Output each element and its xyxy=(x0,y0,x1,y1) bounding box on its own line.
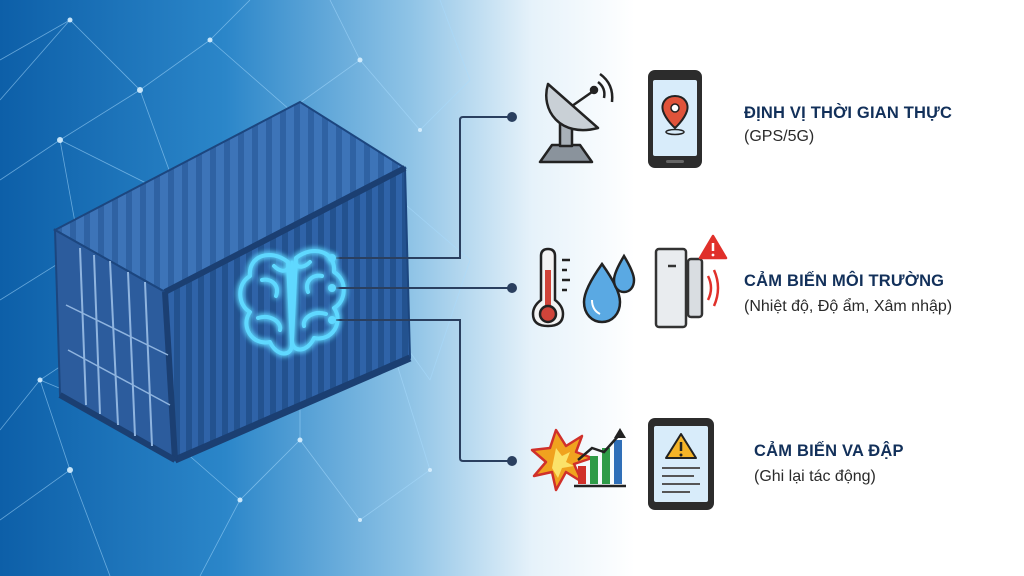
connector-end-dots xyxy=(507,112,517,466)
feature-title-realtime-location: ĐỊNH VỊ THỜI GIAN THỰC xyxy=(744,104,953,122)
feature-subtitle-realtime-location: (GPS/5G) xyxy=(744,128,815,145)
shipping-container xyxy=(52,100,412,464)
impact-chart-icon xyxy=(530,428,626,492)
satellite-dish-icon xyxy=(538,72,614,164)
feature-subtitle-environment-sensor: (Nhiệt độ, Độ ẩm, Xâm nhập) xyxy=(744,298,953,315)
tablet-warning-icon xyxy=(648,418,714,510)
container-doors xyxy=(65,247,171,447)
connector-lines xyxy=(332,116,512,462)
connector-start-dots xyxy=(328,254,336,324)
door-sensor-alert-icon xyxy=(654,234,728,329)
feature-title-impact-sensor: CẢM BIẾN VA ĐẬP xyxy=(754,442,904,460)
water-drops-icon xyxy=(582,253,636,324)
feature-title-environment-sensor: CẢM BIẾN MÔI TRƯỜNG xyxy=(744,272,945,290)
feature-subtitle-impact-sensor: (Ghi lại tác động) xyxy=(754,468,876,485)
phone-location-icon xyxy=(648,70,702,168)
thermometer-icon xyxy=(531,247,570,328)
